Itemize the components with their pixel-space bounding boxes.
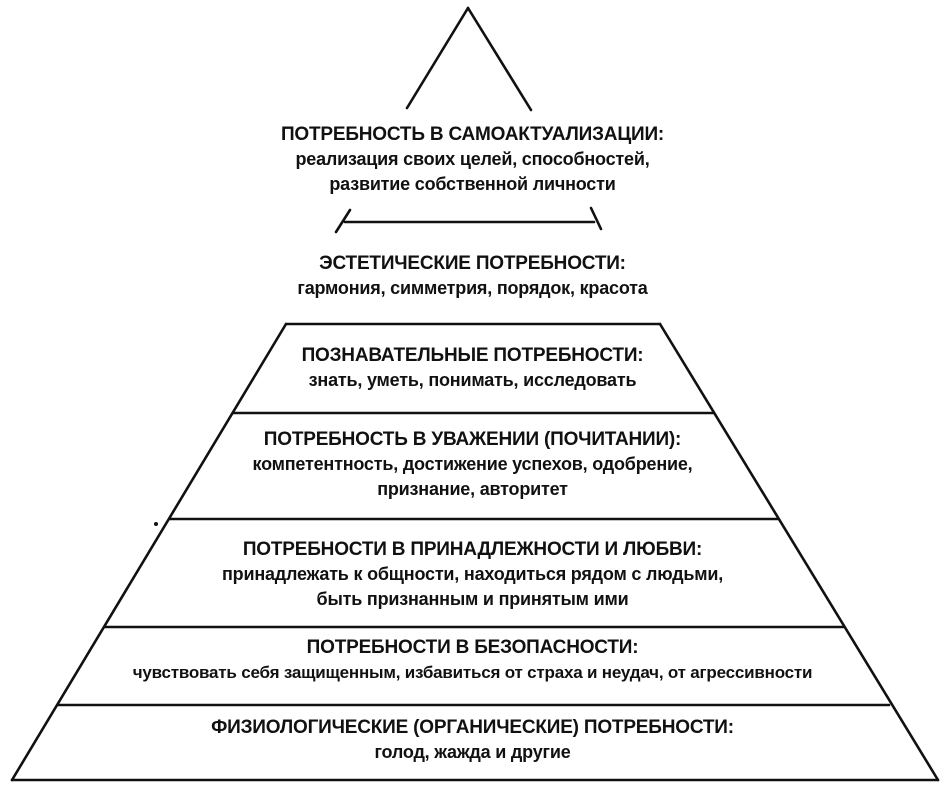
tier-self-actualization-line-1: реализация своих целей, способностей, xyxy=(295,149,650,169)
tier-belonging: ПОТРЕБНОСТИ В ПРИНАДЛЕЖНОСТИ И ЛЮБВИ: пр… xyxy=(0,538,945,612)
tier-aesthetic-line-1: гармония, симметрия, порядок, красота xyxy=(297,278,648,298)
tier-safety-title: ПОТРЕБНОСТИ В БЕЗОПАСНОСТИ: xyxy=(306,637,639,658)
tier-aesthetic: ЭСТЕТИЧЕСКИЕ ПОТРЕБНОСТИ: гармония, симм… xyxy=(0,252,945,301)
tier-physiological: ФИЗИОЛОГИЧЕСКИЕ (ОРГАНИЧЕСКИЕ) ПОТРЕБНОС… xyxy=(0,716,945,765)
stray-mark xyxy=(154,522,158,526)
tier-esteem-line-2: признание, авторитет xyxy=(377,479,568,499)
tier-self-actualization-line-2: развитие собственной личности xyxy=(329,174,616,194)
tier-esteem-title: ПОТРЕБНОСТЬ В УВАЖЕНИИ (ПОЧИТАНИИ): xyxy=(263,429,682,450)
pyramid-edge-left-segment xyxy=(334,208,352,234)
tier-esteem-line-1: компетентность, достижение успехов, одоб… xyxy=(252,454,693,474)
pyramid-apex-left-edge xyxy=(405,6,470,110)
tier-cognitive-title: ПОЗНАВАТЕЛЬНЫЕ ПОТРЕБНОСТИ: xyxy=(301,345,644,366)
tier-aesthetic-title: ЭСТЕТИЧЕСКИЕ ПОТРЕБНОСТИ: xyxy=(319,253,626,274)
tier-self-actualization: ПОТРЕБНОСТЬ В САМОАКТУАЛИЗАЦИИ: реализац… xyxy=(0,123,945,197)
pyramid-right-edge xyxy=(658,322,940,782)
tier-safety: ПОТРЕБНОСТИ В БЕЗОПАСНОСТИ: чувствовать … xyxy=(0,636,945,685)
tier-belonging-line-1: принадлежать к общности, находиться рядо… xyxy=(221,564,724,584)
tier-physiological-title: ФИЗИОЛОГИЧЕСКИЕ (ОРГАНИЧЕСКИЕ) ПОТРЕБНОС… xyxy=(211,717,734,738)
pyramid-edge-right-segment xyxy=(589,206,603,231)
pyramid-apex-right-edge xyxy=(466,6,533,112)
tier-safety-line-1: чувствовать себя защищенным, избавиться … xyxy=(132,663,813,682)
tier-self-actualization-title: ПОТРЕБНОСТЬ В САМОАКТУАЛИЗАЦИИ: xyxy=(280,124,665,145)
tier-esteem: ПОТРЕБНОСТЬ В УВАЖЕНИИ (ПОЧИТАНИИ): комп… xyxy=(0,428,945,502)
tier-cognitive-line-1: знать, уметь, понимать, исследовать xyxy=(308,370,637,390)
tier-belonging-title: ПОТРЕБНОСТИ В ПРИНАДЛЕЖНОСТИ И ЛЮБВИ: xyxy=(242,539,703,560)
tier-cognitive: ПОЗНАВАТЕЛЬНЫЕ ПОТРЕБНОСТИ: знать, уметь… xyxy=(0,344,945,393)
tier-physiological-line-1: голод, жажда и другие xyxy=(374,742,571,762)
tier-belonging-line-2: быть признанным и принятым ими xyxy=(316,589,629,609)
